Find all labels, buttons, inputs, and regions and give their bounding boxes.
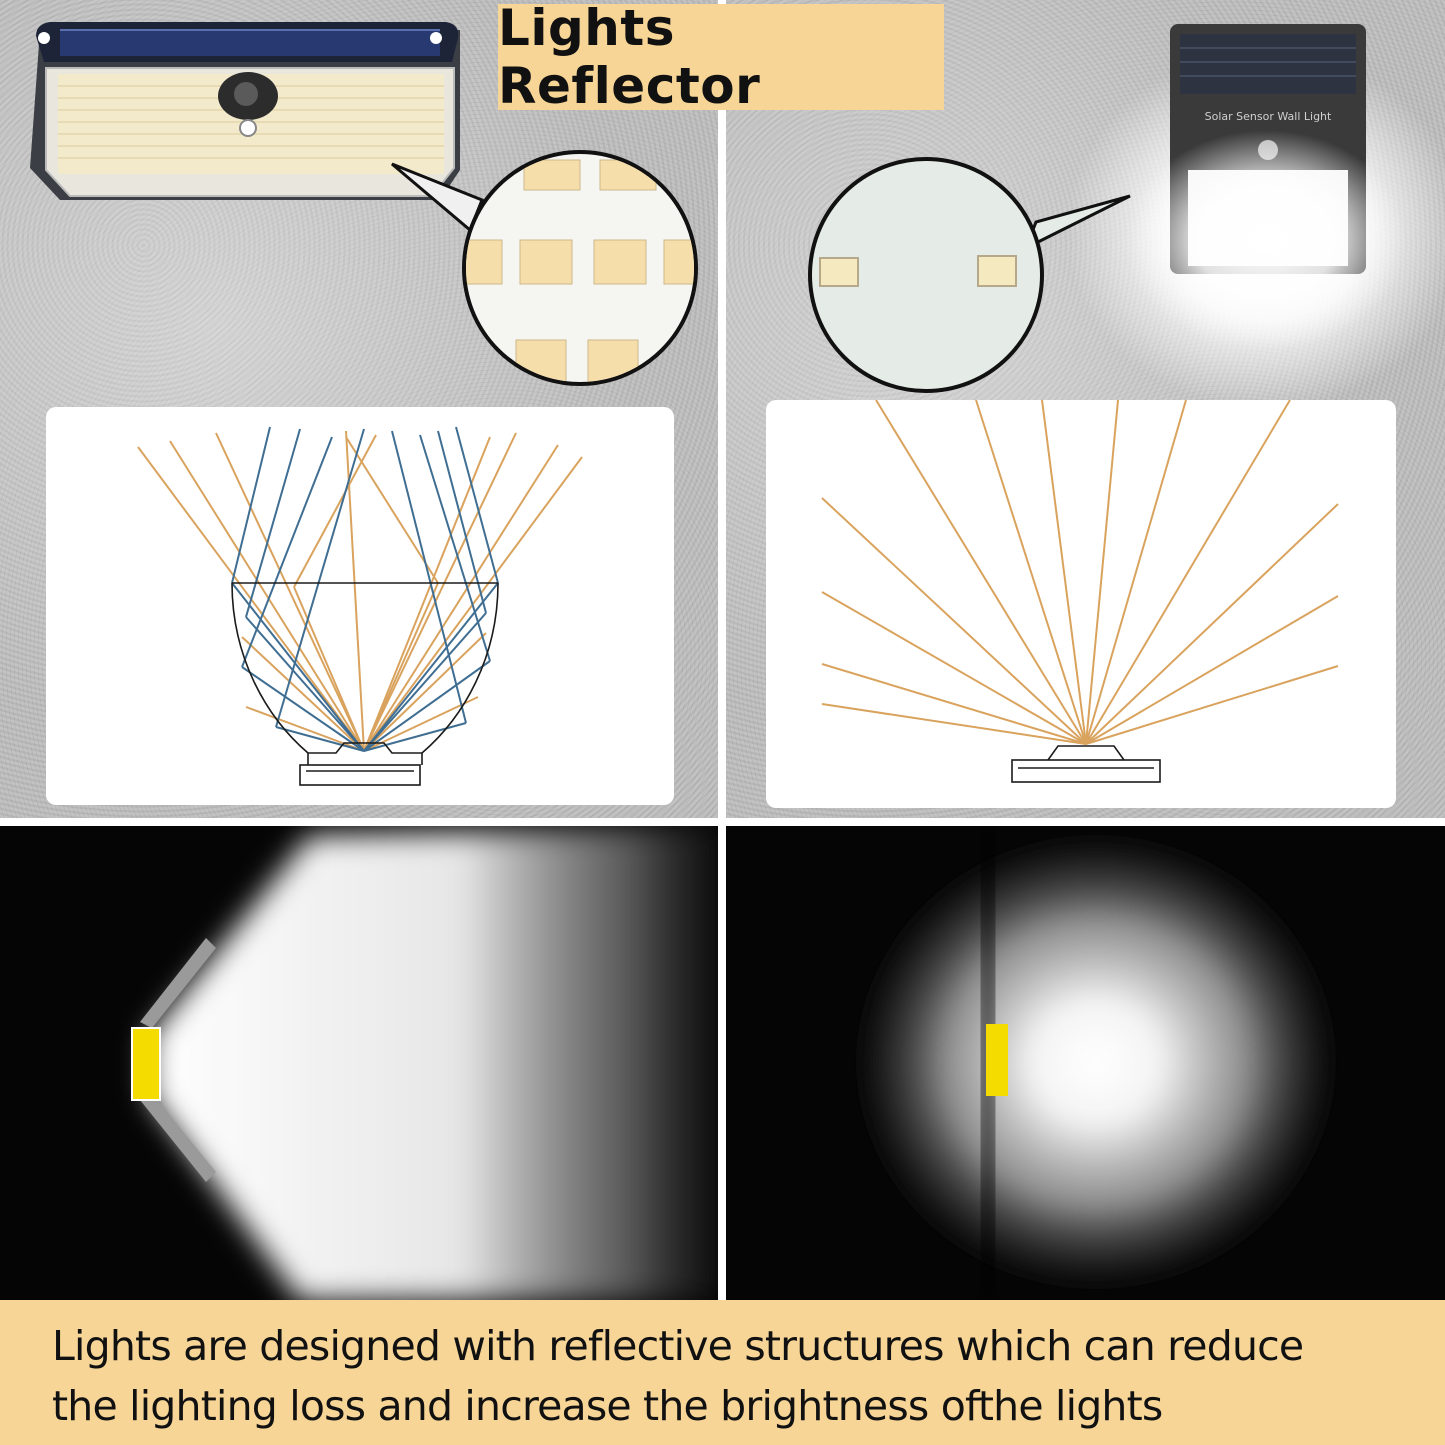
caption-line-1: Lights are designed with reflective stru… [52,1322,1304,1370]
reflector-ray-diagram-card [46,407,674,805]
solar-wall-light-icon: Solar Sensor Wall Light [1066,24,1445,410]
solar-wall-light-icon [30,22,460,200]
title-banner: Lights Reflector [498,0,944,115]
panel-without-reflector: Solar Sensor Wall Light [726,0,1445,818]
reflector-product-illustration [30,22,698,386]
caption-banner: Lights are designed with reflective stru… [0,1300,1445,1445]
led-chip-zoom-icon [808,157,1131,393]
beam-without-reflector [726,826,1445,1300]
plain-product-illustration: Solar Sensor Wall Light [808,24,1445,410]
led-chip-zoom-icon [391,150,698,386]
led-chip-icon [986,1024,1008,1096]
diffuse-glow-illustration [846,826,1346,1300]
panel-with-reflector [0,0,718,818]
caption-line-2: the lighting loss and increase the brigh… [52,1382,1163,1430]
flat-led-icon [821,400,1339,783]
beam-with-reflector [0,826,718,1300]
focused-beam-illustration [131,826,718,1300]
reflector-cup-icon [137,426,583,786]
plain-ray-diagram-card [766,400,1396,808]
page-title: Lights Reflector [498,0,761,115]
led-chip-icon [131,1027,161,1101]
product-panel-text: Solar Sensor Wall Light [1205,110,1332,123]
